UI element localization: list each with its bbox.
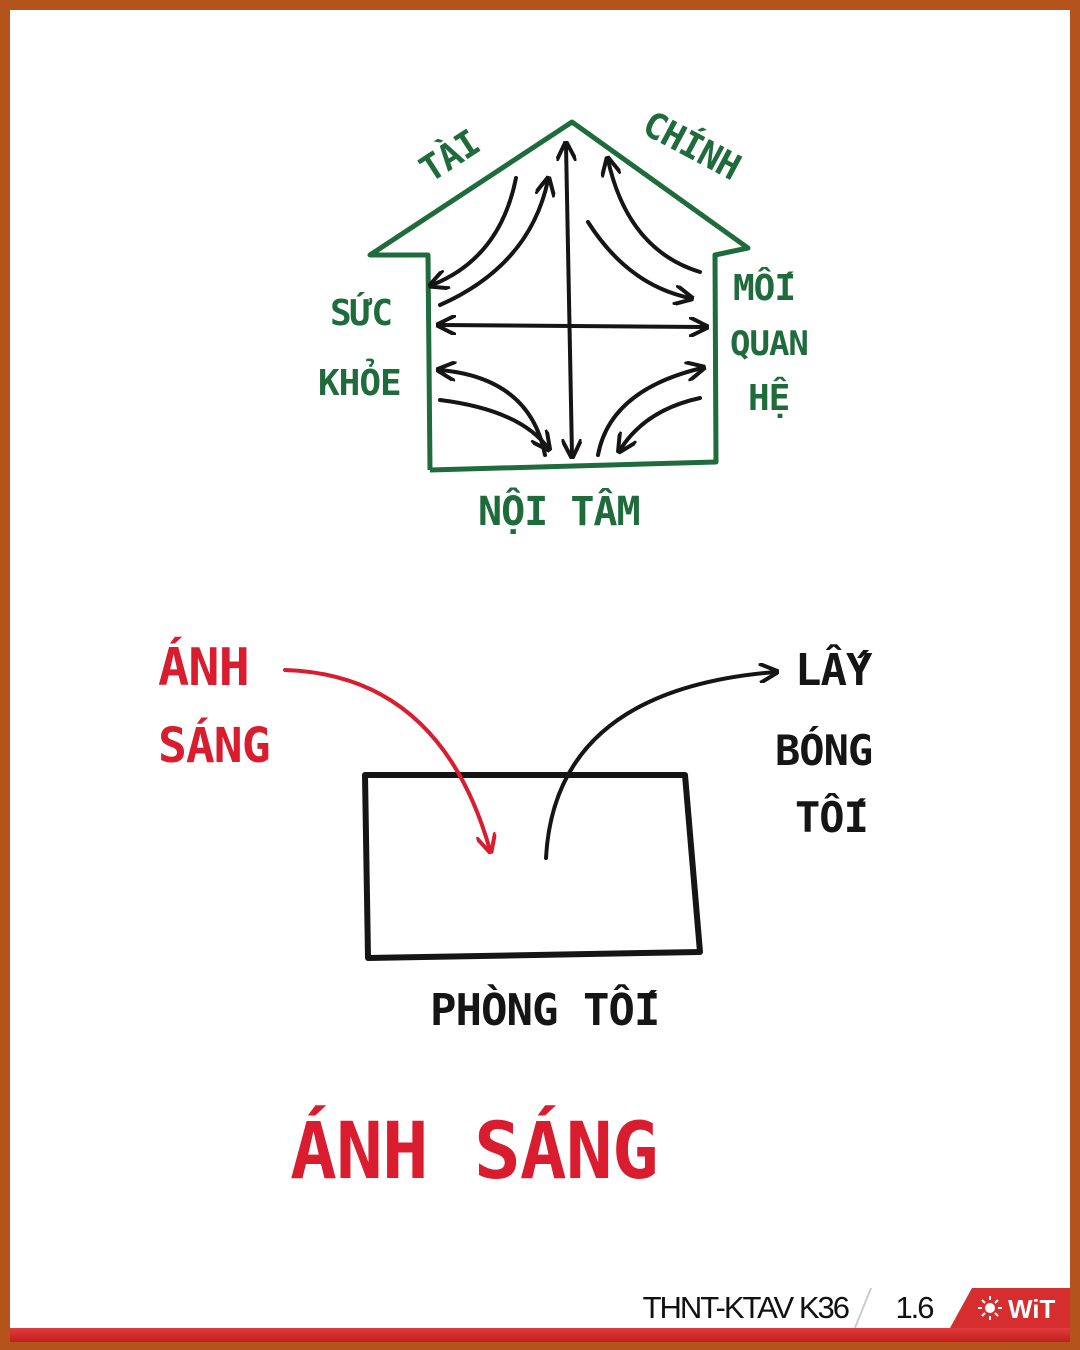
curve-arrow-br-2: [620, 396, 702, 450]
curve-arrow-br-1: [596, 368, 702, 457]
label-noi-tam: NỘI TÂM: [478, 486, 640, 535]
shadow-arrow: [544, 672, 775, 860]
footer-bar: [10, 1328, 1070, 1342]
dark-room-diagram: ÁNH SÁNG LẤY BÓNG TỐI PHÒNG TỐI: [158, 637, 874, 1036]
label-quan: QUAN: [730, 324, 808, 364]
label-shadow-line2: BÓNG: [775, 725, 872, 775]
label-he: HỆ: [748, 376, 789, 419]
footer-page-number: 1.6: [895, 1290, 934, 1325]
label-dark-room: PHÒNG TỐI: [430, 983, 659, 1036]
house-diagram: TÀI CHÍNH SỨC KHỎE MỐI QUAN HỆ NỘI TÂM: [318, 103, 809, 535]
label-khoe: KHỎE: [318, 357, 401, 404]
curve-arrow-tl-2: [438, 180, 548, 307]
wit-logo: WiT: [950, 1288, 1070, 1328]
house-arrows: [432, 145, 705, 455]
curve-arrow-tr-2: [586, 220, 690, 298]
curve-arrow-tl-1: [432, 176, 518, 285]
footer-course-code: THNT-KTAV K36: [642, 1290, 850, 1325]
headline-anh-sang: ÁNH SÁNG: [290, 1105, 658, 1197]
label-moi: MỐI: [733, 267, 795, 309]
curve-arrow-bl-2: [438, 398, 548, 448]
horizontal-double-arrow: [440, 325, 705, 327]
light-arrow: [283, 668, 490, 850]
label-chinh: CHÍNH: [636, 103, 747, 189]
label-light-line2: SÁNG: [158, 717, 270, 774]
curve-arrow-tr-1: [608, 160, 702, 274]
label-shadow-line3: TỐI: [795, 792, 868, 842]
sun-icon: [978, 1296, 1002, 1320]
label-suc: SỨC: [330, 292, 392, 334]
label-light-line1: ÁNH: [158, 637, 249, 698]
label-tai: TÀI: [412, 122, 487, 191]
house-outline: [367, 119, 751, 473]
vertical-double-arrow: [566, 145, 572, 455]
label-shadow-line1: LẤY: [795, 643, 873, 696]
room-rectangle: [362, 772, 703, 961]
logo-text: WiT: [1008, 1294, 1056, 1324]
